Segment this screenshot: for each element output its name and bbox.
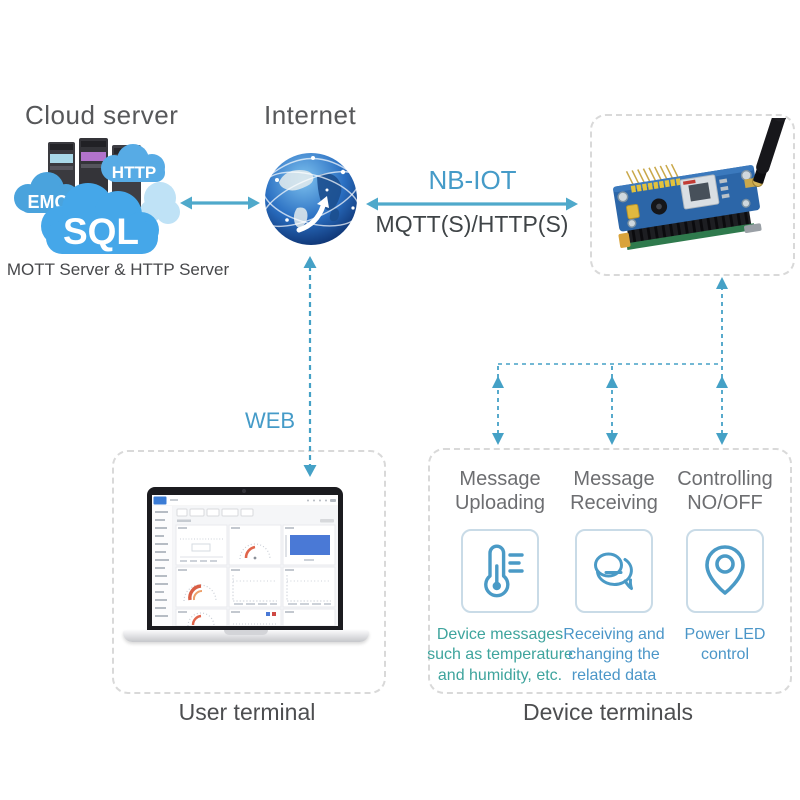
globe-arrow-icon: [296, 196, 329, 233]
sql-cloud-label: SQL: [63, 211, 139, 252]
thermometer-icon: [484, 544, 524, 598]
web-label: WEB: [244, 408, 296, 433]
feature-title: Message Uploading: [454, 468, 546, 514]
cloud-server-caption: MOTT Server & HTTP Server: [6, 260, 230, 279]
panel-gauge-1: [239, 543, 271, 560]
panel-line-charts: [232, 575, 331, 602]
device-terminals-box: Message Uploading Device messages such a…: [427, 448, 792, 694]
dashboard-logo: [153, 496, 167, 505]
feature-message-uploading: Message Uploading Device messages such a…: [427, 468, 573, 686]
laptop-base: [123, 630, 369, 642]
chat-bubble-icon: [594, 552, 633, 591]
arrow-device-terminals: [492, 277, 728, 445]
feature-card: [575, 529, 653, 614]
feature-description: Receiving and changing the related data: [563, 626, 665, 684]
feature-title: Controlling NO/OFF: [677, 468, 773, 514]
location-pin-icon: [705, 545, 745, 595]
feature-controlling: Controlling NO/OFF Power LED control: [668, 468, 782, 666]
laptop-screen-bezel: [147, 487, 343, 630]
laptop-camera-icon: [242, 489, 246, 493]
protocol-label: MQTT(S)/HTTP(S): [375, 211, 569, 237]
arrow-internet-device: [366, 197, 578, 211]
sidebar-menu-items: [155, 511, 169, 617]
feature-description: Power LED control: [684, 626, 766, 664]
arrow-web: [303, 256, 317, 477]
feature-card: [461, 529, 539, 614]
internet-title: Internet: [264, 100, 357, 130]
sql-cloud: SQL: [41, 183, 159, 254]
user-terminal-label: User terminal: [178, 699, 316, 725]
http-cloud: HTTP: [101, 144, 165, 182]
http-cloud-label: HTTP: [112, 163, 156, 182]
laptop-notch: [224, 630, 268, 635]
feature-title: Message Receiving: [570, 468, 658, 514]
feature-message-receiving: Message Receiving Receiving and changing…: [557, 468, 671, 686]
arrow-cloud-internet: [180, 196, 260, 210]
dashboard-screenshot: [152, 495, 338, 626]
internet-globe-icon: [261, 153, 361, 245]
cloud-server-graphic: HTTP EMQ SQL: [14, 138, 180, 254]
device-terminals-label: Device terminals: [523, 699, 693, 725]
feature-card: [686, 529, 764, 614]
dashboard-tabs: [176, 508, 254, 517]
nbiot-label: NB-IOT: [428, 165, 517, 195]
nbiot-hat-image: [613, 118, 786, 250]
cloud-server-title: Cloud server: [25, 100, 179, 130]
panel-bar-chart: [285, 535, 330, 561]
antenna-icon: [753, 118, 786, 184]
panel-stats: [180, 538, 223, 562]
feature-description: Device messages such as temperature and …: [427, 626, 573, 684]
panel-gauge-2: [183, 584, 217, 602]
